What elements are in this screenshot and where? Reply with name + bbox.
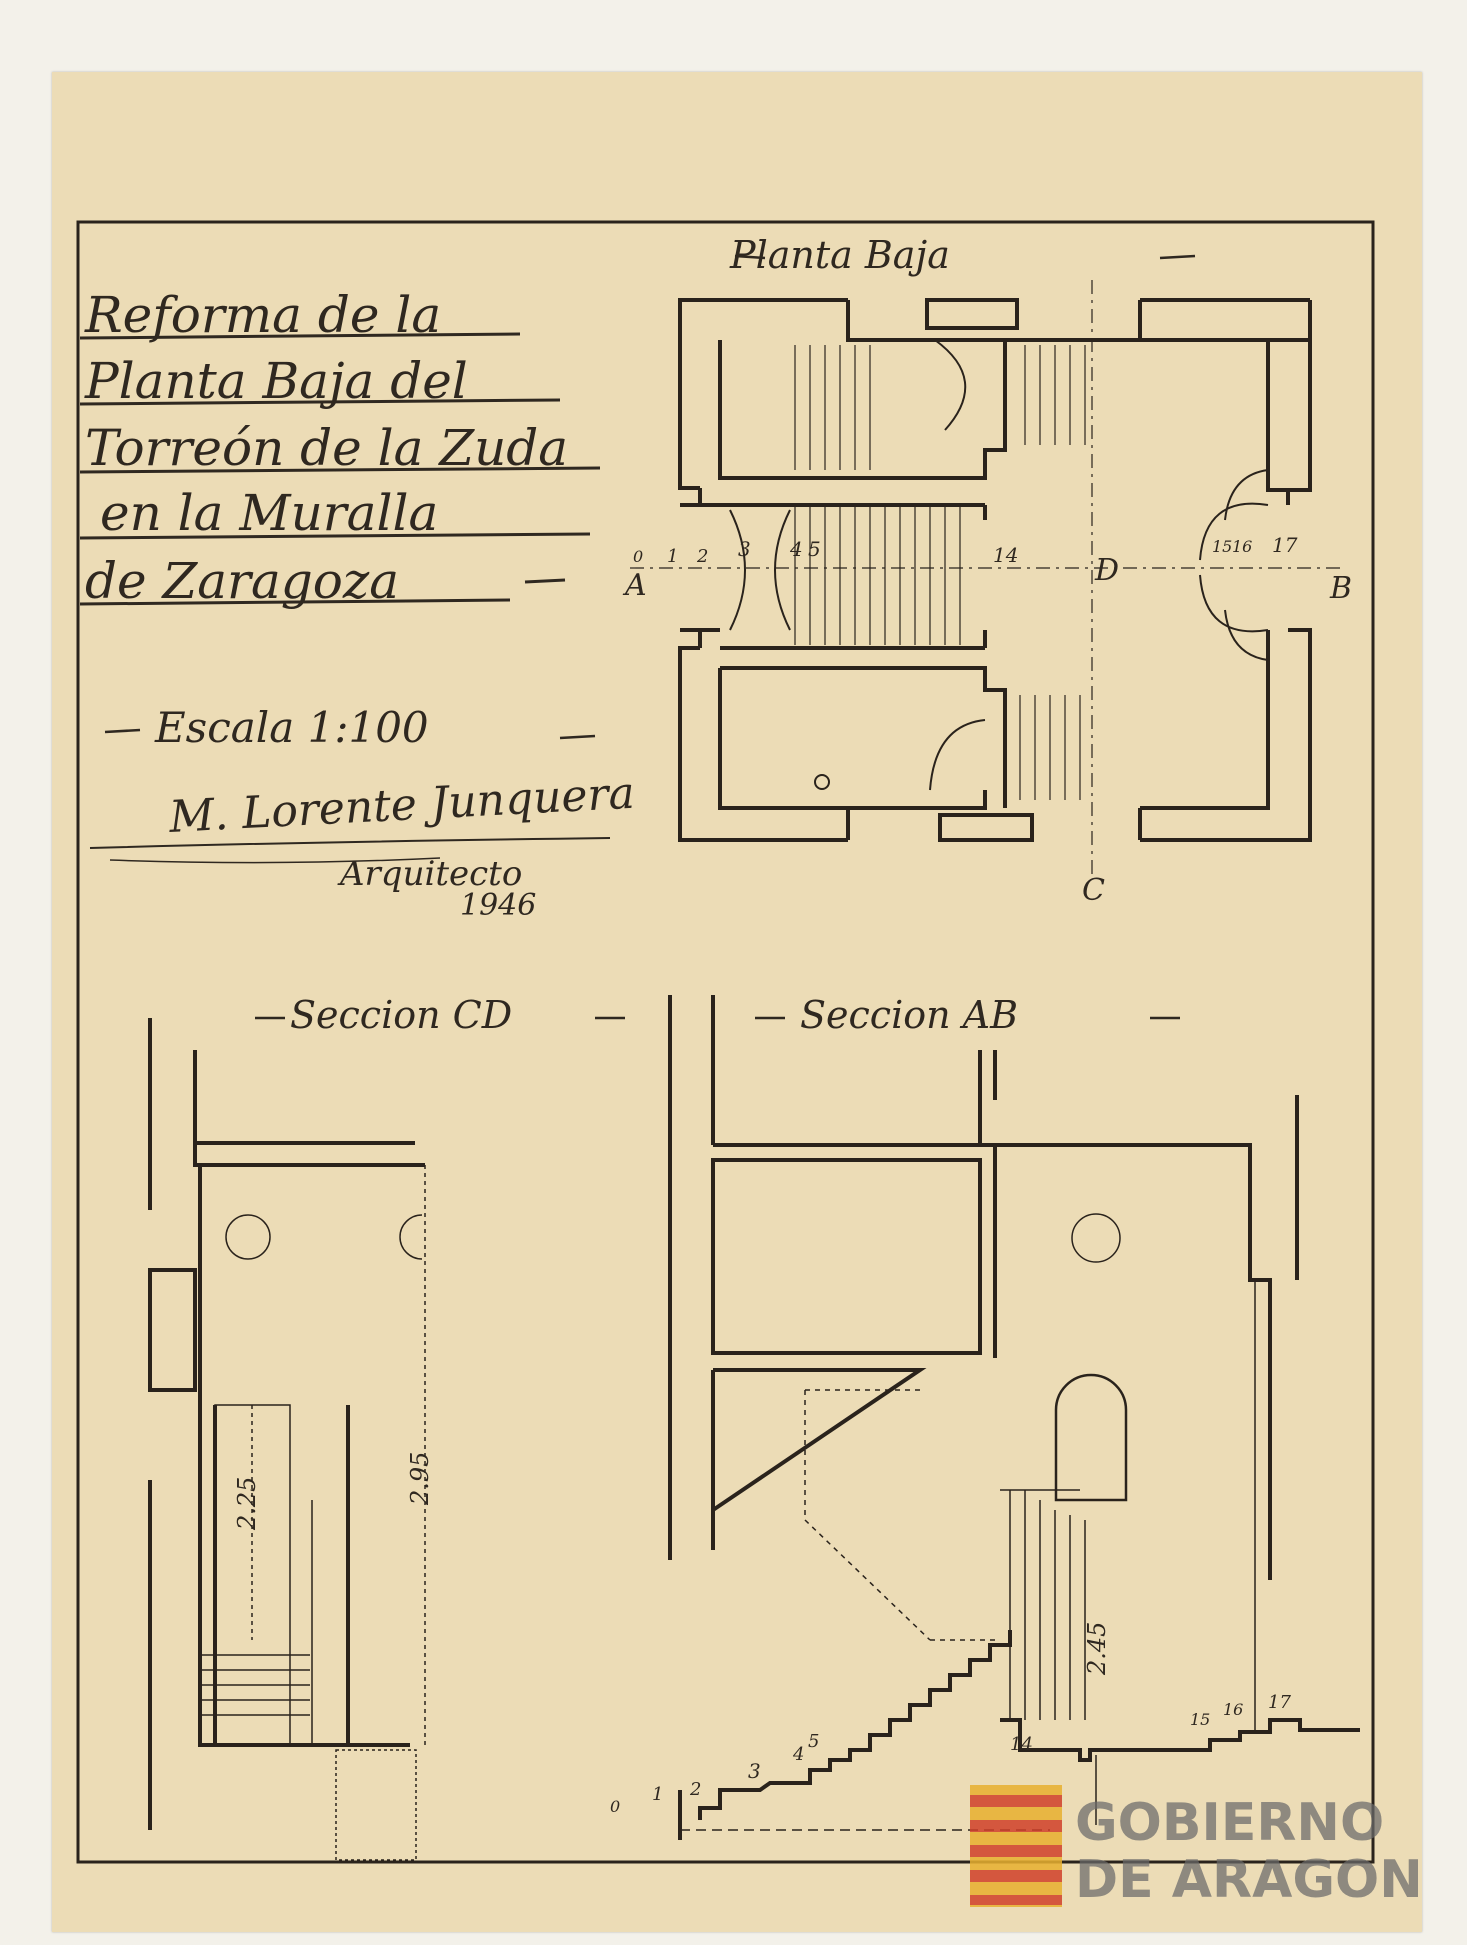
plan-step-5: 5 bbox=[808, 537, 821, 561]
signature-year: 1946 bbox=[460, 888, 536, 923]
ab-step-5: 5 bbox=[808, 1731, 819, 1752]
ab-step-2: 2 bbox=[689, 1779, 701, 1800]
signature-name: M. Lorente Junquera bbox=[167, 768, 636, 843]
ab-step-16: 16 bbox=[1223, 1700, 1243, 1719]
section-cd: Seccion CD 2.25 2.95 bbox=[148, 993, 625, 1861]
section-cd-title: Seccion CD bbox=[290, 993, 512, 1037]
ab-step-14: 14 bbox=[1010, 1734, 1033, 1755]
scale-label: Escala 1:100 bbox=[154, 703, 429, 752]
section-ab: Seccion AB bbox=[610, 993, 1360, 1840]
ab-step-4: 4 bbox=[792, 1744, 804, 1765]
title-line-3: Torreón de la Zuda bbox=[85, 419, 568, 477]
paper-sheet bbox=[52, 72, 1422, 1932]
plan-step-1: 1 bbox=[667, 546, 678, 567]
drawing-frame bbox=[76, 220, 1375, 1864]
ab-step-0: 0 bbox=[610, 1797, 620, 1816]
plan-step-0: 0 bbox=[633, 547, 643, 566]
plan-cut-a: A bbox=[622, 568, 647, 603]
ab-step-1: 1 bbox=[652, 1784, 663, 1805]
title-line-4: en la Muralla bbox=[100, 484, 438, 542]
plan-step-4: 4 bbox=[789, 537, 803, 561]
plan-room-d: D bbox=[1094, 553, 1119, 588]
section-ab-title: Seccion AB bbox=[800, 993, 1018, 1037]
signature-role: Arquitecto bbox=[337, 854, 522, 894]
ab-step-3: 3 bbox=[748, 1759, 761, 1783]
plan-step-14: 14 bbox=[993, 543, 1018, 567]
cd-dim-295: 2.95 bbox=[406, 1452, 434, 1506]
plan-step-16: 16 bbox=[1232, 537, 1252, 556]
watermark-line-1: GOBIERNO bbox=[1075, 1793, 1384, 1853]
watermark: GOBIERNO DE ARAGON bbox=[970, 1785, 1423, 1910]
plan-cut-b: B bbox=[1329, 571, 1352, 606]
ab-step-17: 17 bbox=[1268, 1692, 1291, 1713]
watermark-line-2: DE ARAGON bbox=[1075, 1850, 1423, 1910]
plan-title: Planta Baja bbox=[729, 233, 950, 277]
plan-step-3: 3 bbox=[738, 537, 751, 561]
title-block: Reforma de la Planta Baja del Torreón de… bbox=[79, 286, 636, 923]
ab-step-15: 15 bbox=[1190, 1710, 1210, 1729]
plan-step-15: 15 bbox=[1212, 537, 1232, 556]
ab-dim-245: 2.45 bbox=[1083, 1622, 1111, 1676]
plan-view: Planta Baja bbox=[622, 233, 1352, 908]
cd-dim-225: 2.25 bbox=[233, 1477, 261, 1531]
plan-step-2: 2 bbox=[696, 546, 708, 567]
plan-cut-c: C bbox=[1082, 873, 1105, 908]
plan-step-17: 17 bbox=[1272, 533, 1298, 557]
